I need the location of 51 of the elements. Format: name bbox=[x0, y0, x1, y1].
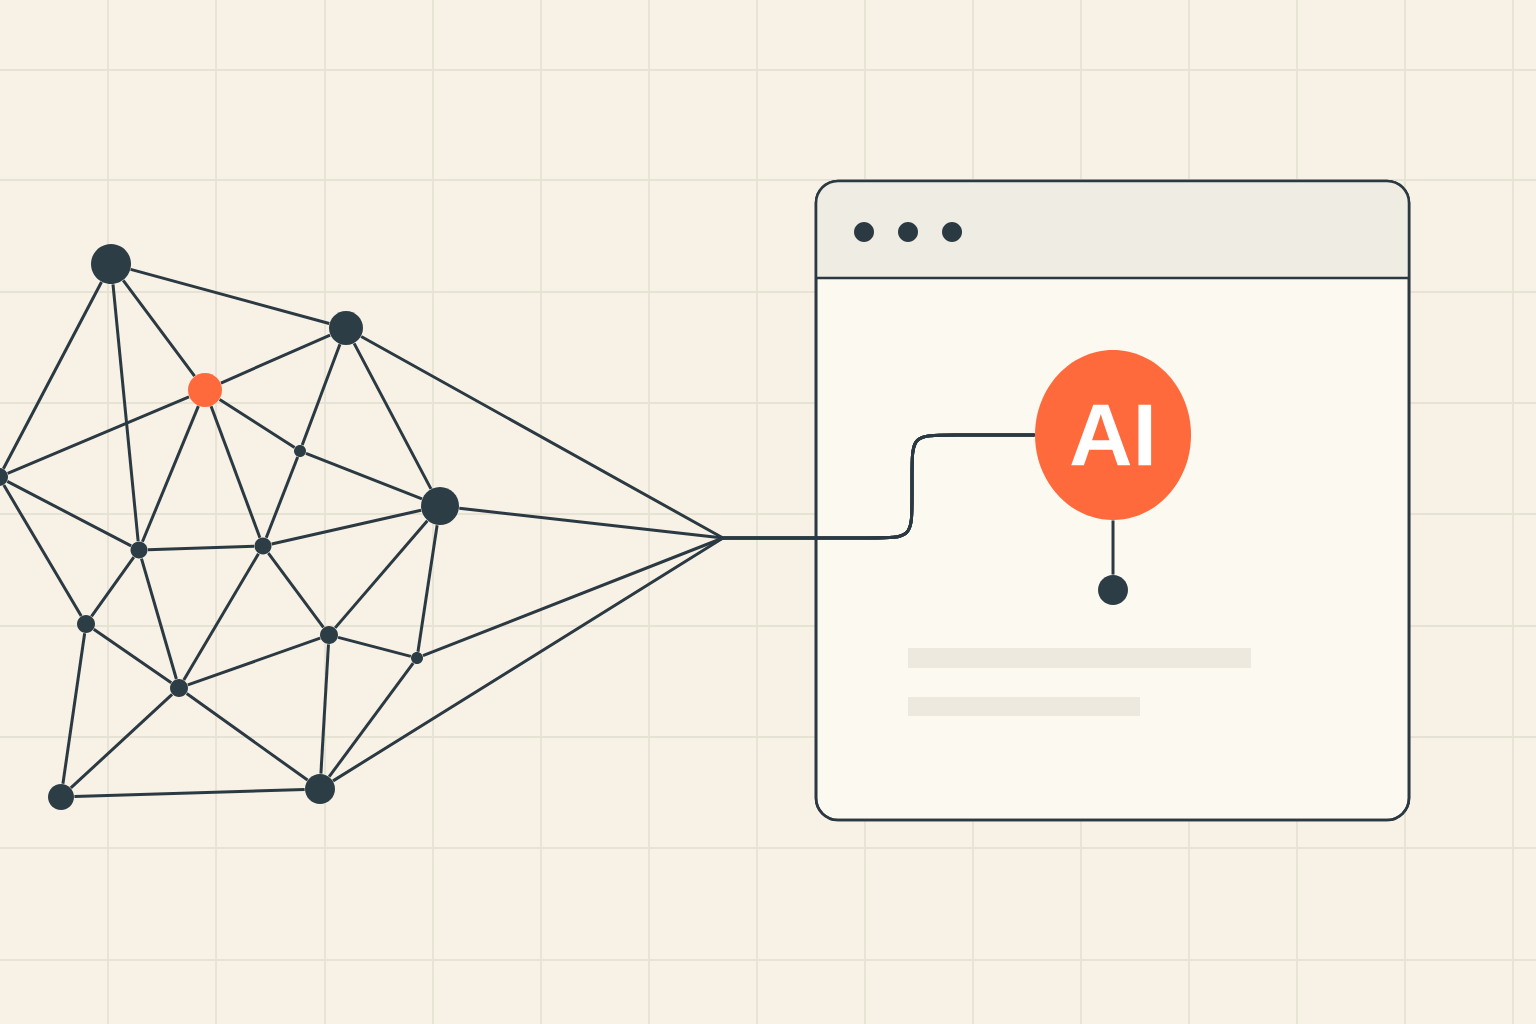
network-link bbox=[147, 544, 255, 552]
network-node bbox=[170, 679, 188, 697]
network-link bbox=[92, 628, 173, 684]
network-link bbox=[267, 552, 325, 629]
network-node bbox=[48, 784, 74, 810]
network-link bbox=[122, 279, 196, 377]
network-link bbox=[61, 633, 87, 784]
network-link bbox=[6, 480, 132, 548]
network-node bbox=[0, 468, 8, 486]
network-link bbox=[218, 398, 296, 449]
network-link bbox=[182, 552, 260, 681]
network-node bbox=[329, 311, 363, 345]
network-node bbox=[77, 615, 95, 633]
network-link bbox=[319, 644, 330, 774]
network-link bbox=[416, 524, 439, 652]
network-link bbox=[334, 519, 429, 629]
network-node bbox=[411, 652, 423, 664]
network-link bbox=[2, 281, 103, 470]
connector-line bbox=[1111, 520, 1115, 575]
network-link bbox=[90, 556, 136, 618]
network-node bbox=[294, 445, 306, 457]
network-link bbox=[130, 267, 330, 325]
network-link bbox=[271, 508, 422, 546]
network-link bbox=[264, 456, 300, 539]
network-node bbox=[188, 373, 222, 407]
network-link bbox=[7, 395, 190, 475]
network-link bbox=[140, 558, 178, 680]
network-link bbox=[111, 284, 140, 542]
connector-dot bbox=[1098, 575, 1128, 605]
network-link bbox=[209, 405, 262, 539]
connector-line bbox=[332, 433, 1035, 783]
network-link bbox=[74, 788, 305, 799]
network-node bbox=[91, 244, 131, 284]
network-link bbox=[352, 342, 433, 490]
network-link bbox=[2, 484, 83, 617]
network-link bbox=[187, 636, 321, 687]
ai-badge: AI bbox=[1035, 350, 1191, 520]
network-link bbox=[185, 692, 309, 782]
network-node bbox=[320, 626, 338, 644]
network-link bbox=[327, 662, 415, 778]
network-node bbox=[421, 487, 459, 525]
network-link bbox=[337, 635, 412, 658]
network-link bbox=[141, 405, 200, 543]
network-link bbox=[69, 693, 174, 789]
network-link bbox=[305, 451, 423, 501]
browser-window bbox=[814, 179, 1411, 822]
network-node bbox=[305, 774, 335, 804]
network-link bbox=[300, 343, 342, 446]
network-node bbox=[254, 537, 272, 555]
network-link bbox=[220, 333, 331, 385]
network-node bbox=[130, 541, 148, 559]
